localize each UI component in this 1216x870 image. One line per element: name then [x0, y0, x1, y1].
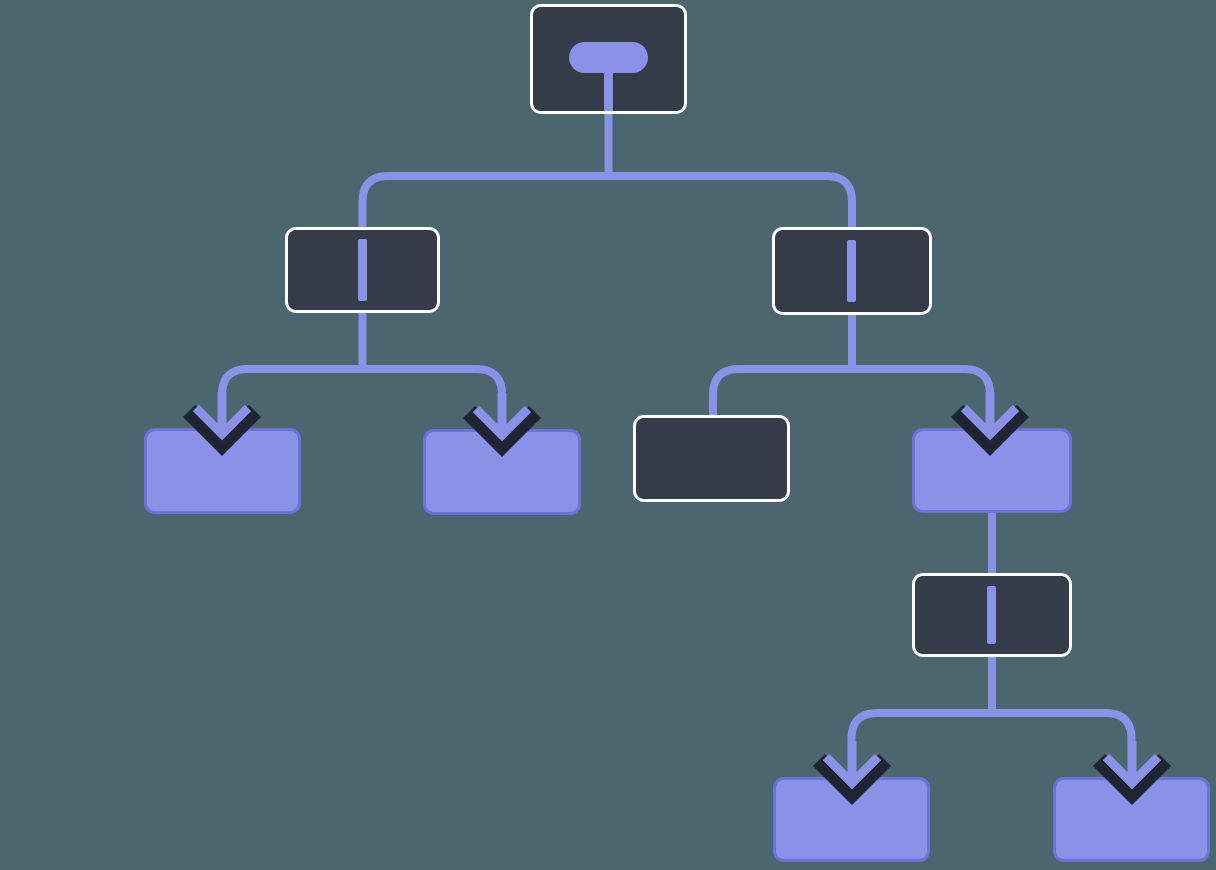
- branch-node-right: [772, 227, 932, 315]
- root-node: [530, 4, 687, 114]
- vertical-line-icon: [358, 239, 367, 301]
- chevron-down-arrow-icon: [950, 392, 1030, 457]
- root-node-stem: [604, 71, 613, 111]
- connector-level1-rail: [358, 172, 856, 228]
- branch-node-bottom: [912, 573, 1072, 657]
- chevron-down-arrow-icon: [462, 393, 542, 458]
- chevron-down-arrow-icon: [812, 741, 892, 806]
- vertical-line-icon: [847, 240, 856, 302]
- chevron-down-arrow-icon: [182, 392, 262, 457]
- minus-pill-icon: [569, 42, 648, 73]
- vertical-line-icon: [987, 586, 996, 644]
- chevron-down-arrow-icon: [1092, 741, 1172, 806]
- leaf-node-right-dark: [633, 415, 790, 502]
- branch-node-left: [285, 227, 440, 313]
